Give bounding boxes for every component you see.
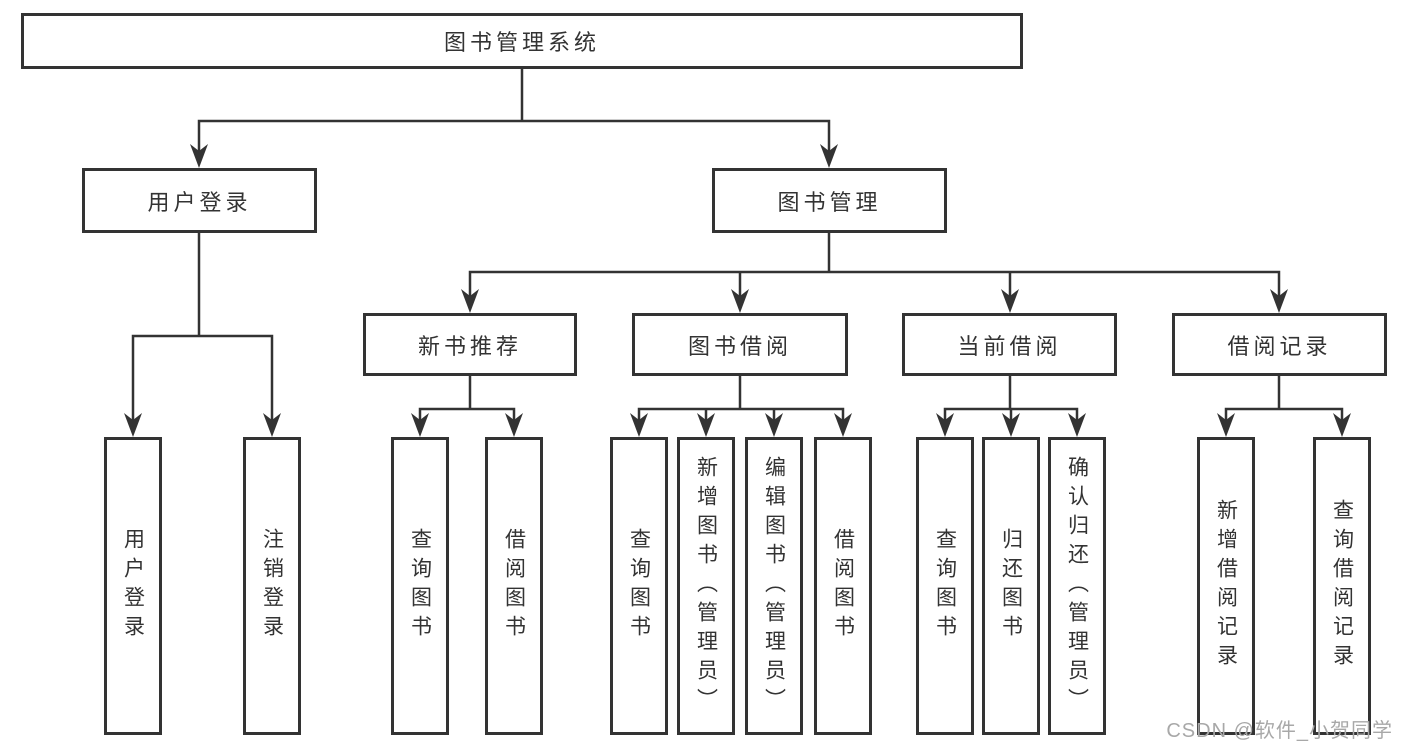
leaf-return-books: 归还图书	[982, 437, 1040, 735]
leaf-add-books-admin: 新增图书（管理员）	[677, 437, 735, 735]
leaf-query-books-current: 查询图书	[916, 437, 974, 735]
node-borrowing-records: 借阅记录	[1172, 313, 1387, 376]
leaf-query-books-borrowing: 查询图书	[610, 437, 668, 735]
leaf-edit-books-admin: 编辑图书（管理员）	[745, 437, 803, 735]
leaf-query-borrow-record: 查询借阅记录	[1313, 437, 1371, 735]
watermark: CSDN @软件_小贺同学	[1166, 720, 1393, 742]
leaf-add-borrow-record: 新增借阅记录	[1197, 437, 1255, 735]
leaf-borrow-books-borrowing: 借阅图书	[814, 437, 872, 735]
node-root: 图书管理系统	[21, 13, 1023, 69]
leaf-logout: 注销登录	[243, 437, 301, 735]
leaf-confirm-return-admin: 确认归还（管理员）	[1048, 437, 1106, 735]
leaf-borrow-books-recommend: 借阅图书	[485, 437, 543, 735]
connector-path	[131, 67, 1344, 423]
node-current-borrowing: 当前借阅	[902, 313, 1117, 376]
leaf-user-login: 用户登录	[104, 437, 162, 735]
node-new-book-recommend: 新书推荐	[363, 313, 577, 376]
node-book-borrowing: 图书借阅	[632, 313, 848, 376]
node-user-login: 用户登录	[82, 168, 317, 233]
leaf-query-books-recommend: 查询图书	[391, 437, 449, 735]
node-book-management: 图书管理	[712, 168, 947, 233]
